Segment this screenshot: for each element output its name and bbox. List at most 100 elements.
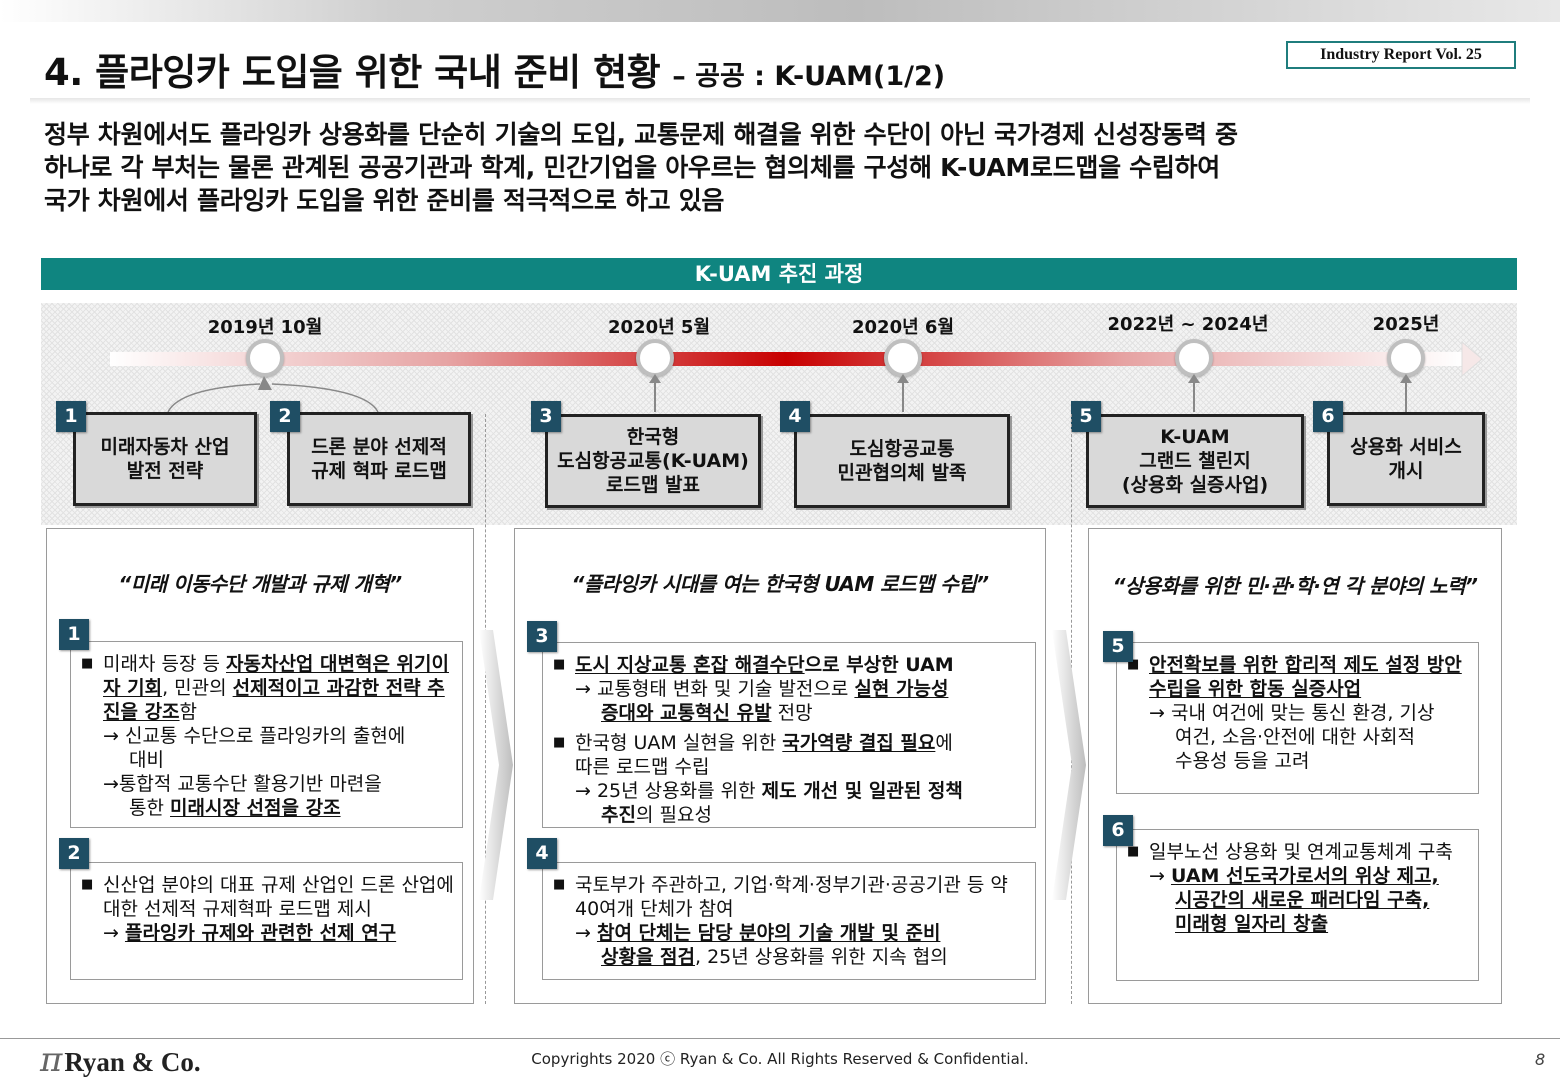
- timeline-date: 2019년 10월: [207, 317, 323, 338]
- intro-paragraph: 정부 차원에서도 플라잉카 상용화를 단순히 기술의 도입, 교통문제 해결을 …: [44, 118, 1524, 217]
- chevron-right-icon: [479, 630, 513, 900]
- timeline-date: 2022년 ~ 2024년: [1107, 314, 1269, 335]
- timeline-connector: [1400, 374, 1412, 412]
- event-label: 도심항공교통 민관협의체 발족: [837, 438, 967, 484]
- logo-text: Ryan & Co.: [64, 1047, 201, 1077]
- detail-number-badge: 1: [59, 619, 89, 650]
- bullet-text: 안전확보를 위한 합리적 제도 설정 방안 수립을 위한 합동 실증사업: [1149, 654, 1462, 700]
- page-number: 8: [1535, 1050, 1546, 1069]
- timeline-date: 2020년 5월: [607, 317, 711, 338]
- detail-box-1: ■ 미래차 등장 등 자동차산업 대변혁은 위기이자 기회, 민관의 선제적이고…: [70, 641, 463, 828]
- timeline-connector: [649, 374, 661, 412]
- title-main: 4. 플라잉카 도입을 위한 국내 준비 현황: [44, 51, 661, 94]
- copyright-text: Copyrights 2020 ⓒ Ryan & Co. All Rights …: [531, 1050, 1029, 1068]
- company-logo: πRyan & Co.: [40, 1040, 201, 1080]
- event-box-3: 한국형 도심항공교통(K-UAM) 로드맵 발표: [545, 414, 761, 508]
- arrow-note: 추진의 필요성: [601, 804, 712, 826]
- event-label: 상용화 서비스 개시: [1350, 436, 1462, 482]
- timeline-connector: [1188, 374, 1200, 412]
- bullet-text: 한국형 UAM 실현을 위한 국가역량 결집 필요에: [575, 732, 953, 754]
- bullet-text: 신산업 분야의 대표 규제 산업인 드론 산업에 대한 선제적 규제혁파 로드맵…: [103, 874, 454, 920]
- event-box-6: 상용화 서비스 개시: [1327, 412, 1485, 506]
- page-title: 4. 플라잉카 도입을 위한 국내 준비 현황 – 공공 : K-UAM(1/2): [44, 42, 945, 96]
- top-gradient-bar: [0, 0, 1560, 22]
- bullet-item: ■ 한국형 UAM 실현을 위한 국가역량 결집 필요에: [553, 731, 1027, 755]
- panel-quote: “미래 이동수단 개발과 규제 개혁”: [118, 572, 402, 596]
- event-number-badge: 5: [1071, 401, 1101, 432]
- bullet-text: 따른 로드맵 수립: [575, 756, 710, 778]
- bullet-icon: ■: [81, 877, 94, 892]
- timeline-node: [1175, 339, 1213, 377]
- merge-connector: [167, 376, 379, 413]
- detail-box-2: ■ 신산업 분야의 대표 규제 산업인 드론 산업에 대한 선제적 규제혁파 로…: [70, 862, 463, 980]
- arrow-note: 대비: [129, 749, 164, 771]
- timeline-arrow: [110, 340, 1483, 378]
- timeline-date: 2020년 6월: [851, 317, 955, 338]
- event-number-badge: 6: [1313, 401, 1343, 432]
- intro-line: 국가 차원에서 플라잉카 도입을 위한 준비를 적극적으로 하고 있음: [44, 186, 725, 215]
- panel-quote: “플라잉카 시대를 여는 한국형 UAM 로드맵 수립”: [571, 572, 989, 596]
- arrow-note: 미래형 일자리 창출: [1175, 913, 1329, 935]
- arrow-note: 상황을 점검, 25년 상용화를 위한 지속 협의: [601, 946, 948, 968]
- event-number-badge: 2: [270, 401, 300, 432]
- bullet-item: ■ 일부노선 상용화 및 연계교통체계 구축: [1127, 840, 1470, 864]
- bullet-icon: ■: [553, 735, 566, 750]
- event-label: K-UAM 그랜드 챌린지 (상용화 실증사업): [1121, 426, 1269, 496]
- timeline-date: 2025년: [1372, 314, 1440, 335]
- detail-number-badge: 4: [527, 838, 557, 869]
- chevron-right-icon: [1052, 630, 1086, 900]
- detail-box-3: ■ 도시 지상교통 혼잡 해결수단으로 부상한 UAM → 교통형태 변화 및 …: [542, 642, 1036, 828]
- bullet-text: 일부노선 상용화 및 연계교통체계 구축: [1149, 841, 1453, 863]
- footer-divider: [0, 1038, 1560, 1039]
- report-badge: Industry Report Vol. 25: [1286, 41, 1516, 69]
- event-box-1: 미래자동차 산업 발전 전략: [73, 412, 257, 506]
- event-box-5: K-UAM 그랜드 챌린지 (상용화 실증사업): [1086, 414, 1304, 508]
- intro-line: 정부 차원에서도 플라잉카 상용화를 단순히 기술의 도입, 교통문제 해결을 …: [44, 120, 1238, 149]
- timeline-node: [246, 339, 284, 377]
- detail-number-badge: 5: [1103, 631, 1133, 662]
- event-label: 한국형 도심항공교통(K-UAM) 로드맵 발표: [557, 426, 749, 496]
- bullet-icon: ■: [81, 656, 94, 671]
- arrow-note: 수용성 등을 고려: [1175, 750, 1310, 772]
- timeline-node: [636, 339, 674, 377]
- title-subtitle: – 공공 : K-UAM(1/2): [672, 61, 946, 92]
- bullet-item: ■ 국토부가 주관하고, 기업·학계·정부기관·공공기관 등 약 40여개 단체…: [553, 873, 1027, 921]
- event-number-badge: 1: [56, 401, 86, 432]
- detail-number-badge: 2: [59, 838, 89, 869]
- intro-line: 하나로 각 부처는 물론 관계된 공공기관과 학계, 민간기업을 아우르는 협의…: [44, 153, 1220, 182]
- arrow-note: →통합적 교통수단 활용기반 마련을: [103, 773, 382, 795]
- bullet-icon: ■: [1127, 844, 1140, 859]
- event-number-badge: 4: [780, 401, 810, 432]
- event-label: 미래자동차 산업 발전 전략: [100, 436, 230, 482]
- timeline-connector: [897, 374, 909, 412]
- arrow-note: → 국내 여건에 맞는 통신 환경, 기상: [1149, 702, 1435, 724]
- arrow-note: 증대와 교통혁신 유발 전망: [601, 702, 813, 724]
- column-divider: [485, 414, 486, 1004]
- timeline-node: [884, 339, 922, 377]
- bullet-item: ■ 미래차 등장 등 자동차산업 대변혁은 위기이자 기회, 민관의 선제적이고…: [81, 652, 454, 724]
- event-number-badge: 3: [531, 401, 561, 432]
- pi-logo-icon: π: [40, 1040, 63, 1080]
- arrow-note: 여건, 소음·안전에 대한 사회적: [1175, 726, 1415, 748]
- detail-number-badge: 3: [527, 621, 557, 652]
- arrow-note: → UAM 선도국가로서의 위상 제고,: [1149, 865, 1439, 887]
- arrow-note: → 플라잉카 규제와 관련한 선제 연구: [103, 922, 397, 944]
- arrow-note: → 교통형태 변화 및 기술 발전으로 실현 가능성: [575, 678, 949, 700]
- detail-box-5: ■ 안전확보를 위한 합리적 제도 설정 방안 수립을 위한 합동 실증사업 →…: [1116, 642, 1479, 794]
- detail-box-4: ■ 국토부가 주관하고, 기업·학계·정부기관·공공기관 등 약 40여개 단체…: [542, 862, 1036, 980]
- bullet-item: ■ 안전확보를 위한 합리적 제도 설정 방안 수립을 위한 합동 실증사업: [1127, 653, 1470, 701]
- event-label: 드론 분야 선제적 규제 혁파 로드맵: [311, 436, 447, 482]
- title-divider: [30, 98, 1530, 104]
- event-box-2: 드론 분야 선제적 규제 혁파 로드맵: [287, 412, 471, 506]
- detail-box-6: ■ 일부노선 상용화 및 연계교통체계 구축 → UAM 선도국가로서의 위상 …: [1116, 829, 1479, 981]
- detail-number-badge: 6: [1103, 815, 1133, 846]
- section-header: K-UAM 추진 과정: [41, 258, 1517, 290]
- arrow-note: → 25년 상용화를 위한 제도 개선 및 일관된 정책: [575, 780, 963, 802]
- bullet-item: ■ 도시 지상교통 혼잡 해결수단으로 부상한 UAM: [553, 653, 1027, 677]
- bullet-text: 미래차 등장 등 자동차산업 대변혁은 위기이자 기회, 민관의 선제적이고 과…: [103, 653, 449, 723]
- arrow-note: → 참여 단체는 담당 분야의 기술 개발 및 준비: [575, 922, 941, 944]
- arrow-note: 시공간의 새로운 패러다임 구축,: [1175, 889, 1430, 911]
- arrow-note: → 신교통 수단으로 플라잉카의 출현에: [103, 725, 406, 747]
- timeline-node: [1387, 339, 1425, 377]
- panel-quote: “상용화를 위한 민·관·학·연 각 분야의 노력”: [1112, 574, 1478, 598]
